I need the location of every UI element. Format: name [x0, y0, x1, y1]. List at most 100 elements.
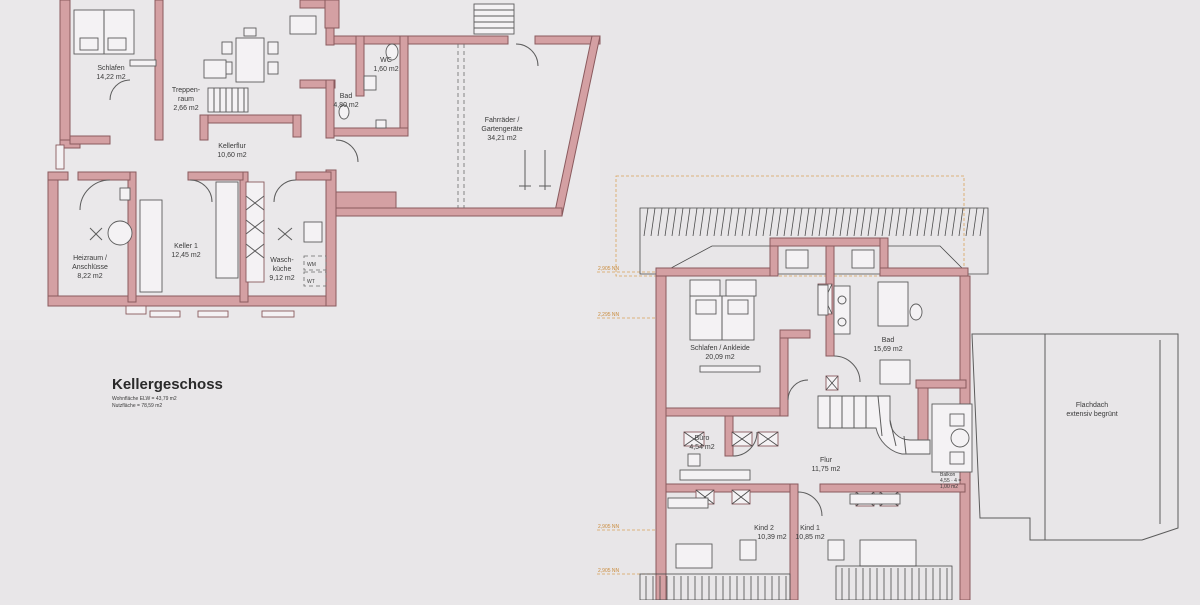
room-name: Büro — [695, 435, 710, 442]
flat-roof-label: Flachdach — [1076, 402, 1108, 409]
basement-plan: Schlafen 14,22 m2 Treppen- raum 2,66 m2 … — [47, 0, 601, 409]
level-label: 2,295 NN — [598, 312, 620, 318]
room-name: Kind 2 — [754, 525, 774, 532]
room-area: 4,80 m2 — [333, 102, 358, 109]
basement-wall — [333, 127, 409, 137]
basement-wall — [47, 171, 69, 181]
room-name: Flur — [820, 457, 833, 464]
room-area: 4,54 m2 — [689, 444, 714, 451]
room-area: 12,45 m2 — [171, 252, 200, 259]
room-name: Treppen- — [172, 87, 201, 94]
room-name: Heizraum / — [73, 255, 107, 262]
basement-wall — [69, 135, 111, 145]
basement-wall — [335, 191, 397, 209]
room-name: Schlafen — [97, 65, 124, 72]
room-name: WC — [380, 57, 392, 64]
wardrobe — [699, 365, 761, 373]
upper-wall — [655, 267, 777, 277]
double-sink — [833, 285, 851, 335]
room-area: 2,66 m2 — [173, 105, 198, 112]
room-name: Anschlüsse — [72, 264, 108, 271]
basement-wall — [325, 169, 337, 307]
shower-drain — [375, 119, 387, 129]
room-name: raum — [178, 96, 194, 103]
room-name: Gartengeräte — [481, 126, 522, 133]
flat-roof-label: extensiv begrünt — [1066, 411, 1117, 418]
bed — [675, 543, 713, 569]
upper-wall — [655, 275, 667, 601]
shelf — [215, 181, 239, 279]
staircase — [817, 395, 931, 455]
room-name: Kind 1 — [800, 525, 820, 532]
basement-wall — [534, 35, 601, 45]
basement-wall — [77, 171, 131, 181]
basement-wall — [187, 171, 244, 181]
balcony-label: 4,55 · 4 = — [940, 478, 961, 484]
armchair — [851, 249, 875, 269]
basement-wall — [295, 171, 332, 181]
room-area: 10,39 m2 — [757, 534, 786, 541]
basement-wall — [407, 35, 509, 45]
basement-wall — [47, 295, 334, 307]
room-area: 9,12 m2 — [269, 275, 294, 282]
area-summary-line: Wohnfläche ELW = 43,79 m2 — [112, 396, 177, 402]
staircase — [207, 3, 515, 113]
upper-floor-plan: 2,905 NN 2,295 NN 2,905 NN 2,905 NN — [597, 175, 1179, 601]
room-name: Bad — [340, 93, 353, 100]
level-label: 2,905 NN — [598, 524, 620, 530]
toilet — [385, 43, 399, 61]
window — [197, 310, 229, 318]
toilet — [909, 303, 923, 321]
balcony-label: Balkon — [940, 472, 956, 478]
armchair — [785, 249, 809, 269]
room-area: 10,60 m2 — [217, 152, 246, 159]
shower — [879, 359, 911, 385]
room-name: Wasch- — [270, 257, 294, 264]
window — [55, 144, 65, 170]
upper-wall — [789, 483, 799, 601]
basement-wall — [292, 114, 302, 138]
room-name: Fahrräder / — [485, 117, 520, 124]
upper-wall — [779, 329, 789, 417]
basement-wall — [199, 114, 209, 141]
upper-wall — [915, 379, 967, 389]
chair — [739, 539, 757, 561]
room-area: 10,85 m2 — [795, 534, 824, 541]
room-name: Kellerflur — [218, 143, 246, 150]
dining-table — [235, 37, 265, 83]
appliance-label: WT — [307, 279, 315, 285]
upper-wall — [769, 237, 881, 247]
upper-wall — [665, 407, 787, 417]
basement-wall — [333, 35, 410, 45]
level-label: 2,905 NN — [598, 568, 620, 574]
window — [149, 310, 181, 318]
shelf — [139, 199, 163, 293]
toilet — [338, 104, 350, 120]
room-area: 1,60 m2 — [373, 66, 398, 73]
room-name: Schlafen / Ankleide — [690, 345, 750, 352]
basement-wall — [324, 0, 340, 29]
basement-wall — [399, 35, 409, 137]
area-summary-line: Nutzfläche = 78,59 m2 — [112, 403, 162, 409]
upper-wall — [879, 267, 969, 277]
room-area: 34,21 m2 — [487, 135, 516, 142]
heating-symbol-icon — [89, 187, 133, 246]
window — [261, 310, 295, 318]
nightstand — [129, 59, 157, 67]
room-name: Keller 1 — [174, 243, 198, 250]
balcony-label: 1,00 m2 — [940, 484, 958, 490]
bicycle-icon — [519, 150, 551, 190]
room-area: 20,09 m2 — [705, 354, 734, 361]
laundry-sink — [303, 221, 323, 243]
bed — [859, 539, 917, 567]
level-label: 2,905 NN — [598, 266, 620, 272]
room-area: 11,75 m2 — [812, 466, 841, 473]
basement-wall — [59, 0, 71, 141]
sink — [363, 75, 377, 91]
basement-wall — [299, 79, 336, 89]
basement-wall — [47, 171, 59, 305]
room-area: 8,22 m2 — [77, 273, 102, 280]
appliance-label: WM — [307, 262, 316, 268]
upper-wall — [917, 379, 929, 441]
